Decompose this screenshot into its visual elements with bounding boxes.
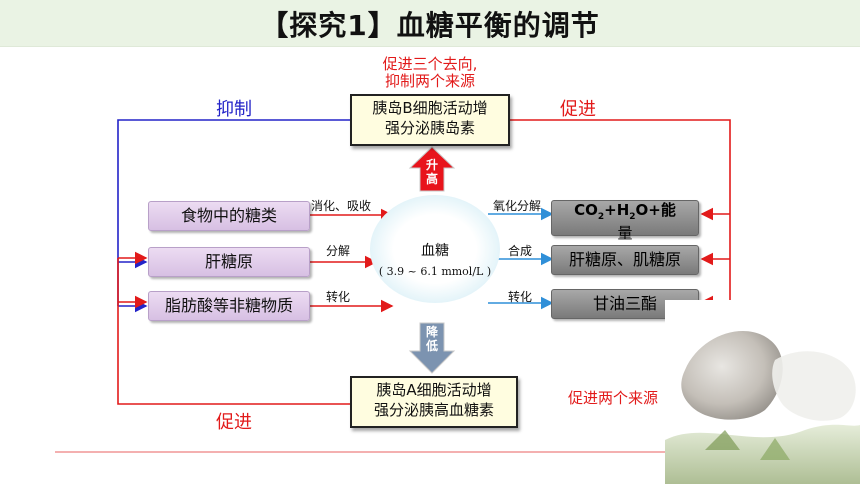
fall-arrow <box>408 322 456 374</box>
rise-char2: 高 <box>425 172 438 186</box>
label-promote-bottom: 促进 <box>216 412 252 433</box>
co2-sub: 2 <box>597 212 605 222</box>
source-food-box: 食物中的糖类 <box>148 201 310 231</box>
dest-oxidation-box: CO2+H2O+能 量 <box>551 200 699 241</box>
blood-glucose-cloud <box>370 195 500 303</box>
decorative-rock-image <box>665 300 860 484</box>
source-nonsugar-box: 脂肪酸等非糖物质 <box>148 291 310 321</box>
beta-cell-line1: 胰岛B细胞活动增 <box>372 99 488 117</box>
process-oxidize: 氧化分解 <box>493 199 542 213</box>
page-title: 【探究1】血糖平衡的调节 <box>260 9 600 42</box>
top-note-line2: 抑制两个来源 <box>384 72 475 90</box>
promote-sources-line <box>117 258 350 405</box>
bottom-note: 促进两个来源 <box>567 389 658 407</box>
alpha-cell-line1: 胰岛A细胞活动增 <box>376 381 492 399</box>
source-liver-glycogen-box: 肝糖原 <box>148 247 310 277</box>
rise-text: 升 高 <box>425 158 439 186</box>
blood-glucose-range: ( 3.9 ~ 6.1 mmol/L ) <box>378 265 492 278</box>
rise-char1: 升 <box>425 158 438 172</box>
fall-text: 降 低 <box>425 325 439 353</box>
inhibit-line <box>117 119 350 306</box>
co2-c: CO <box>574 201 598 219</box>
fall-char1: 降 <box>425 325 438 339</box>
process-digest-absorb: 消化、吸收 <box>311 199 372 213</box>
label-promote-top: 促进 <box>560 99 596 120</box>
dest-glycogen-box: 肝糖原、肌糖原 <box>551 245 699 275</box>
process-decompose: 分解 <box>326 244 351 258</box>
dest-oxidation-line1: CO2+H2O+能 <box>552 201 698 225</box>
process-synthesize: 合成 <box>508 244 533 258</box>
beta-cell-box: 胰岛B细胞活动增 强分泌胰岛素 <box>350 94 510 146</box>
title-bar <box>0 0 860 47</box>
h2o-h: +H <box>604 201 630 219</box>
rise-arrow <box>408 146 456 192</box>
h2o-sub: 2 <box>629 212 636 222</box>
top-note-line1: 促进三个去向, <box>382 55 478 73</box>
alpha-cell-box: 胰岛A细胞活动增 强分泌胰高血糖素 <box>350 376 518 428</box>
fall-char2: 低 <box>425 339 438 353</box>
blood-glucose-label: 血糖 <box>421 243 449 259</box>
top-note: 促进三个去向, 抑制两个来源 <box>360 56 500 90</box>
label-inhibit: 抑制 <box>216 99 252 120</box>
beta-cell-line2: 强分泌胰岛素 <box>384 119 475 137</box>
o-energy: O+能 <box>635 201 676 219</box>
promote-dest-line <box>508 119 731 302</box>
process-convert-out: 转化 <box>508 290 533 304</box>
process-convert-in: 转化 <box>326 290 351 304</box>
alpha-cell-line2: 强分泌胰高血糖素 <box>373 401 494 419</box>
dest-oxidation-line2: 量 <box>617 224 633 242</box>
